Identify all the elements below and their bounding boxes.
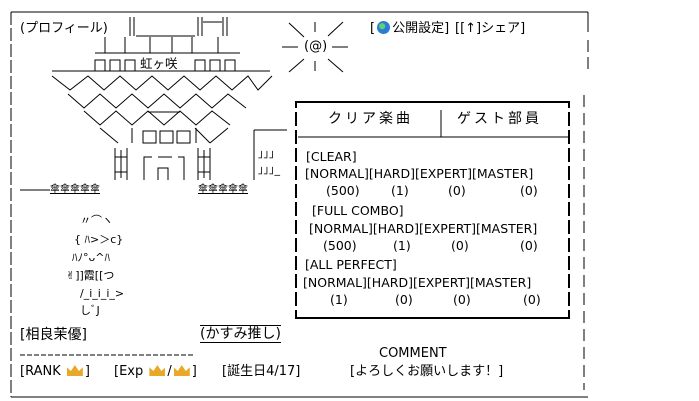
side-building-art: ｣｣｣｣｣｣_: [258, 147, 280, 176]
public-setting-button[interactable]: [公開設定]: [370, 21, 450, 36]
hard-value: (1): [393, 238, 411, 253]
art-line: /_i_i_i_>: [80, 287, 125, 300]
oshi-label: (かすみ推し): [200, 325, 281, 343]
hard-value: (1): [391, 183, 409, 198]
master-value: (0): [520, 238, 538, 253]
difficulty-headers: [NORMAL][HARD][EXPERT][MASTER]: [303, 275, 532, 290]
section-title: [CLEAR]: [306, 149, 357, 164]
section-title: [ALL PERFECT]: [305, 257, 397, 272]
exp-badge: [Exp /]: [114, 364, 197, 379]
crown-icon: [66, 365, 83, 376]
comment-text: [よろしくお願いします！]: [350, 364, 504, 379]
section-title: [FULL COMBO]: [312, 203, 404, 218]
difficulty-headers: [NORMAL][HARD][EXPERT][MASTER]: [305, 166, 534, 181]
expert-value: (0): [451, 238, 469, 253]
crown-icon: [149, 365, 166, 376]
expert-value: (0): [453, 292, 471, 307]
art-line: しﾞJ: [80, 304, 100, 317]
comment-title: COMMENT: [379, 346, 447, 361]
expert-value: (0): [448, 183, 466, 198]
public-setting-label: 公開設定: [392, 21, 445, 36]
master-value: (0): [520, 183, 538, 198]
sun-art: (@): [304, 39, 328, 54]
normal-value: (1): [330, 292, 348, 307]
rank-badge: [RANK ]: [20, 364, 90, 379]
tab-clear-songs[interactable]: クリア楽曲: [328, 111, 413, 127]
normal-value: (500): [323, 238, 357, 253]
player-name: [相良茉優]: [20, 327, 87, 343]
art-line: ✌]]霞[[つ: [66, 269, 115, 282]
globe-icon: [377, 21, 391, 34]
tab-guest-members[interactable]: ゲスト部員: [457, 111, 542, 127]
art-line: ﾊﾉ°ᴗ^ﾊ: [72, 251, 110, 264]
art-line: { ﾊ>＞c}: [74, 233, 124, 246]
profile-heading: (プロフィール): [20, 21, 108, 36]
share-button[interactable]: [[↑]シェア]: [455, 21, 526, 36]
trees-left: 傘傘傘傘傘: [50, 184, 100, 195]
trees-right: 傘傘傘傘傘: [198, 184, 248, 195]
art-line: 〃⌒ヽ: [80, 214, 113, 227]
rank-label: [RANK: [20, 364, 61, 379]
master-value: (0): [523, 292, 541, 307]
crown-icon: [173, 365, 190, 376]
exp-label: [Exp: [114, 364, 144, 379]
building-sign: 虹ヶ咲: [140, 56, 178, 71]
difficulty-headers: [NORMAL][HARD][EXPERT][MASTER]: [309, 221, 538, 236]
normal-value: (500): [326, 183, 360, 198]
hard-value: (0): [395, 292, 413, 307]
birthday: [誕生日4/17]: [222, 364, 301, 379]
